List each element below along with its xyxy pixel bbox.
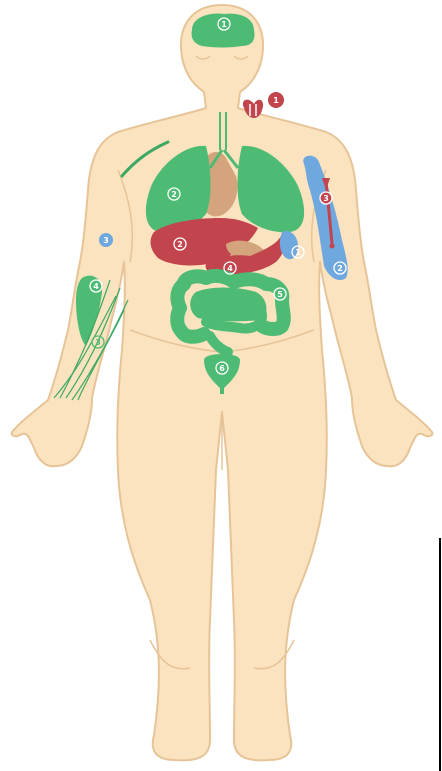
marker-bladder: 6 [219, 364, 225, 373]
marker-forearm-upper: 4 [93, 282, 99, 291]
marker-arm-vessel: 3 [323, 194, 329, 203]
numbered-marker-icon: 3 [320, 192, 332, 204]
numbered-marker-icon: 1 [268, 92, 284, 108]
marker-thyroid: 1 [273, 96, 279, 105]
marker-elbow: 3 [103, 236, 109, 245]
numbered-marker-icon: 3 [99, 233, 113, 247]
intestine-fill [190, 288, 266, 322]
arm-vessel-dot [330, 244, 335, 249]
marker-kidney: 1 [295, 248, 301, 257]
marker-brain: 1 [221, 20, 227, 29]
marker-stomach: 4 [227, 264, 233, 273]
marker-liver: 2 [177, 240, 183, 249]
marker-forearm-lower: 3 [95, 338, 101, 347]
marker-arm-bone: 2 [337, 264, 343, 273]
marker-lungs: 2 [171, 190, 177, 199]
marker-intestine: 5 [277, 290, 283, 299]
